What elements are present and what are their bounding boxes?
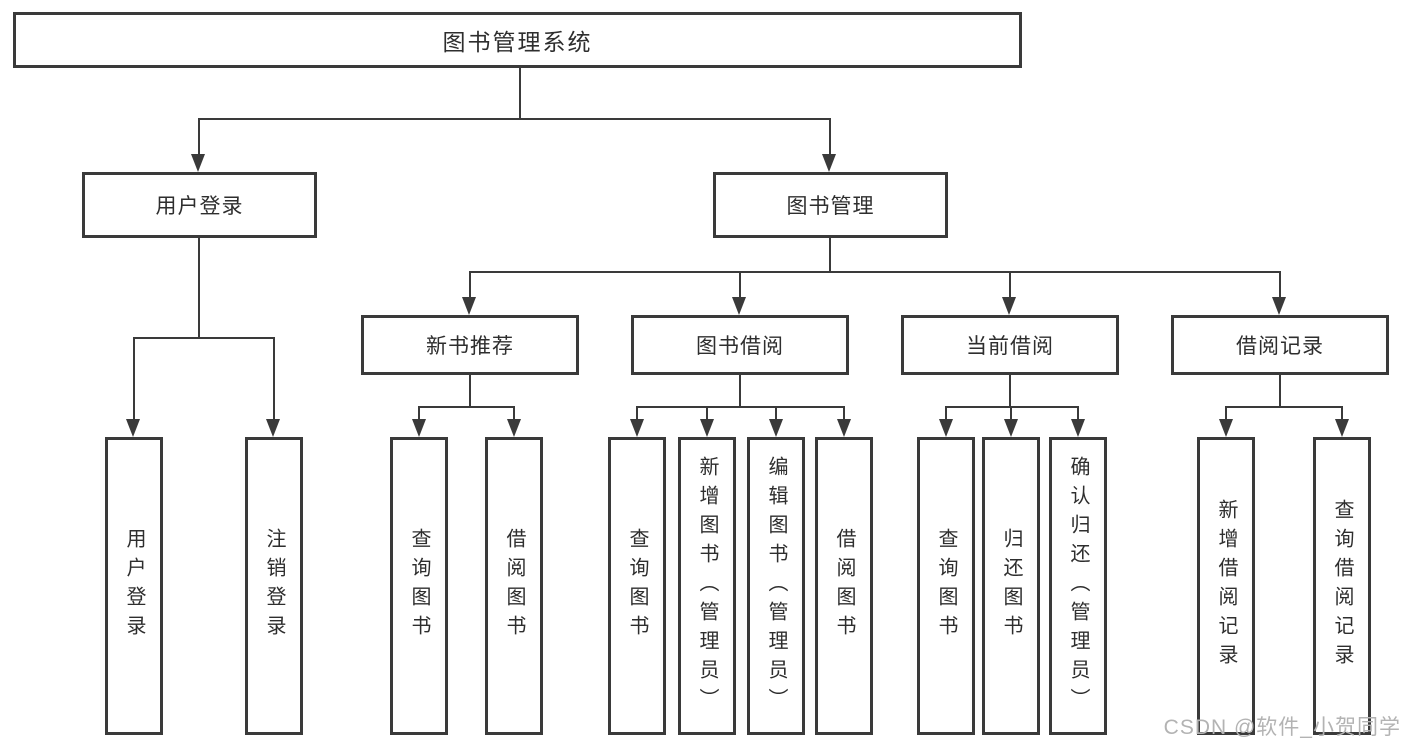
arrowhead-icon <box>822 154 836 172</box>
node-book-management: 图书管理 <box>713 172 948 238</box>
leaf-user-login: 用户登录 <box>105 437 163 735</box>
connector-line <box>513 406 515 419</box>
connector-line <box>133 337 275 339</box>
connector-line <box>1225 406 1227 419</box>
connector-line <box>198 118 200 154</box>
arrowhead-icon <box>412 419 426 437</box>
leaf-bb-edit-book-admin: 编辑图书（管理员） <box>747 437 805 735</box>
leaf-user-login-label: 用户登录 <box>123 528 145 644</box>
connector-line <box>739 271 741 297</box>
leaf-br-query-record: 查询借阅记录 <box>1313 437 1371 735</box>
connector-line <box>1009 271 1011 297</box>
leaf-bb-query-book-label: 查询图书 <box>626 528 648 644</box>
arrowhead-icon <box>630 419 644 437</box>
connector-line <box>1010 406 1012 419</box>
leaf-br-add-record: 新增借阅记录 <box>1197 437 1255 735</box>
leaf-bb-borrow-book-label: 借阅图书 <box>833 528 855 644</box>
leaf-logout-label: 注销登录 <box>263 528 285 644</box>
root-node-library-system: 图书管理系统 <box>13 12 1022 68</box>
connector-line <box>945 406 1079 408</box>
connector-line <box>1341 406 1343 419</box>
connector-line <box>418 406 515 408</box>
leaf-cb-confirm-return-admin: 确认归还（管理员） <box>1049 437 1107 735</box>
leaf-bb-add-book-admin: 新增图书（管理员） <box>678 437 736 735</box>
leaf-nb-query-book-label: 查询图书 <box>408 528 430 644</box>
arrowhead-icon <box>1002 297 1016 315</box>
connector-line <box>198 238 200 339</box>
connector-line <box>273 337 275 419</box>
arrowhead-icon <box>266 419 280 437</box>
arrowhead-icon <box>1071 419 1085 437</box>
connector-line <box>1009 375 1011 408</box>
csdn-watermark: CSDN @软件_小贺同学 <box>1163 716 1401 739</box>
node-new-book-recommend-label: 新书推荐 <box>426 335 514 358</box>
leaf-bb-add-book-admin-label: 新增图书（管理员） <box>696 455 718 717</box>
arrowhead-icon <box>191 154 205 172</box>
connector-line <box>1279 271 1281 297</box>
connector-line <box>418 406 420 419</box>
connector-line <box>636 406 845 408</box>
connector-line <box>739 375 741 408</box>
connector-line <box>829 118 831 154</box>
connector-line <box>1279 375 1281 408</box>
connector-line <box>198 118 831 120</box>
node-current-borrow: 当前借阅 <box>901 315 1119 375</box>
connector-line <box>945 406 947 419</box>
leaf-nb-borrow-book: 借阅图书 <box>485 437 543 735</box>
arrowhead-icon <box>939 419 953 437</box>
leaf-cb-confirm-return-admin-label: 确认归还（管理员） <box>1067 455 1089 717</box>
leaf-cb-query-book-label: 查询图书 <box>935 528 957 644</box>
node-borrow-records-label: 借阅记录 <box>1236 335 1324 358</box>
arrowhead-icon <box>1004 419 1018 437</box>
connector-line <box>469 271 471 297</box>
leaf-br-query-record-label: 查询借阅记录 <box>1331 499 1353 673</box>
arrowhead-icon <box>769 419 783 437</box>
arrowhead-icon <box>1219 419 1233 437</box>
leaf-logout: 注销登录 <box>245 437 303 735</box>
arrowhead-icon <box>462 297 476 315</box>
node-user-login-label: 用户登录 <box>155 195 244 218</box>
arrowhead-icon <box>732 297 746 315</box>
leaf-cb-query-book: 查询图书 <box>917 437 975 735</box>
connector-line <box>1225 406 1343 408</box>
connector-line <box>706 406 708 419</box>
arrowhead-icon <box>1335 419 1349 437</box>
leaf-nb-query-book: 查询图书 <box>390 437 448 735</box>
connector-line <box>519 68 521 119</box>
leaf-nb-borrow-book-label: 借阅图书 <box>503 528 525 644</box>
connector-line <box>469 375 471 408</box>
root-node-label: 图书管理系统 <box>442 29 593 55</box>
connector-line <box>829 238 831 273</box>
node-borrow-records: 借阅记录 <box>1171 315 1389 375</box>
connector-line <box>1077 406 1079 419</box>
connector-line <box>133 337 135 419</box>
leaf-bb-edit-book-admin-label: 编辑图书（管理员） <box>765 455 787 717</box>
node-current-borrow-label: 当前借阅 <box>966 335 1054 358</box>
arrowhead-icon <box>126 419 140 437</box>
node-book-management-label: 图书管理 <box>786 195 875 218</box>
arrowhead-icon <box>837 419 851 437</box>
connector-line <box>636 406 638 419</box>
connector-line <box>469 271 1281 273</box>
leaf-br-add-record-label: 新增借阅记录 <box>1215 499 1237 673</box>
node-book-borrow: 图书借阅 <box>631 315 849 375</box>
leaf-cb-return-book-label: 归还图书 <box>1000 528 1022 644</box>
connector-line <box>775 406 777 419</box>
node-user-login: 用户登录 <box>82 172 317 238</box>
arrowhead-icon <box>507 419 521 437</box>
arrowhead-icon <box>700 419 714 437</box>
leaf-bb-borrow-book: 借阅图书 <box>815 437 873 735</box>
arrowhead-icon <box>1272 297 1286 315</box>
leaf-cb-return-book: 归还图书 <box>982 437 1040 735</box>
node-book-borrow-label: 图书借阅 <box>696 335 784 358</box>
connector-line <box>843 406 845 419</box>
node-new-book-recommend: 新书推荐 <box>361 315 579 375</box>
leaf-bb-query-book: 查询图书 <box>608 437 666 735</box>
